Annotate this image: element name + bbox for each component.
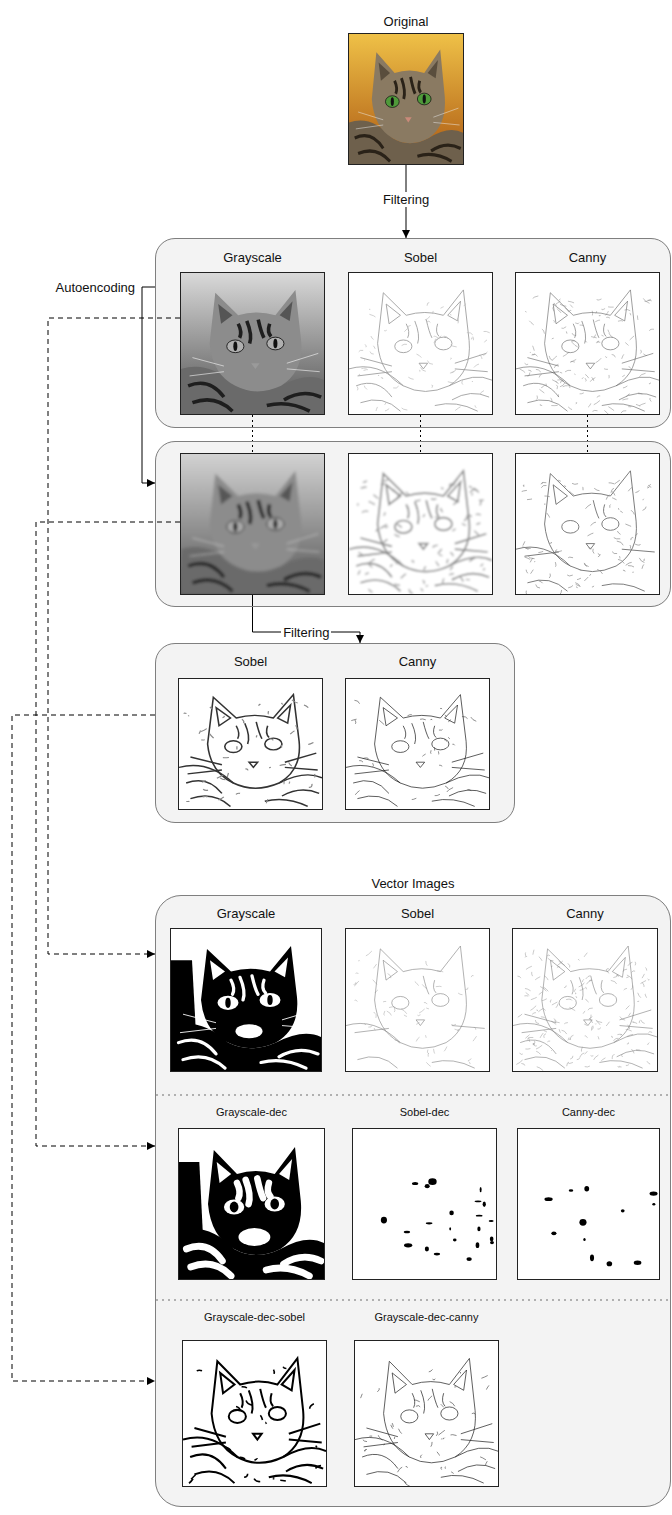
image-caption: Grayscale xyxy=(217,906,276,921)
image-caption: Grayscale-dec-sobel xyxy=(204,1310,305,1325)
cat-illustration xyxy=(513,929,657,1071)
connector xyxy=(142,287,155,483)
image-box: Grayscale-dec-canny xyxy=(354,1340,499,1487)
image-caption: Sobel xyxy=(234,654,267,669)
caption-holder: Grayscale xyxy=(121,249,384,265)
image-box: Original xyxy=(348,33,464,165)
image-caption: Original xyxy=(384,14,429,29)
image-box: Grayscale-dec xyxy=(178,1128,325,1280)
caption-holder: Sobel xyxy=(119,653,382,669)
connector xyxy=(252,415,253,453)
image-caption: Sobel xyxy=(401,906,434,921)
cat-illustration xyxy=(516,273,659,414)
cat-illustration xyxy=(346,929,489,1071)
cat-illustration xyxy=(353,1129,496,1279)
caption-holder: Grayscale-dec-sobel xyxy=(123,1308,386,1325)
image-box: Canny xyxy=(515,272,660,415)
panel-fill xyxy=(155,441,671,607)
panel-fill xyxy=(155,895,671,1507)
cat-illustration xyxy=(346,679,489,809)
image-caption: Sobel xyxy=(404,250,437,265)
caption-holder: Canny-dec xyxy=(458,1103,672,1120)
image-caption: Sobel-dec xyxy=(400,1105,450,1120)
edge-label: Autoencoding xyxy=(53,280,137,295)
caption-holder: Sobel-dec xyxy=(293,1103,556,1120)
cat-illustration xyxy=(181,273,324,414)
image-box: Sobel xyxy=(345,928,490,1072)
image-box xyxy=(180,453,325,595)
cat-illustration xyxy=(349,454,492,594)
image-box: Canny xyxy=(345,678,490,810)
image-box: Canny xyxy=(512,928,658,1072)
cat-illustration xyxy=(179,679,322,809)
image-caption: Grayscale-dec-canny xyxy=(375,1310,479,1325)
panel-fill xyxy=(155,238,671,428)
image-box xyxy=(515,453,660,595)
edge-label: Filtering xyxy=(281,625,331,640)
cat-illustration xyxy=(181,454,324,594)
image-box: Sobel xyxy=(178,678,323,810)
row-separator xyxy=(156,1299,672,1300)
image-caption: Canny xyxy=(569,250,607,265)
cat-illustration xyxy=(171,929,321,1071)
image-caption: Vector Images xyxy=(371,876,454,891)
image-caption: Canny xyxy=(566,906,604,921)
image-caption: Grayscale xyxy=(223,250,282,265)
caption-holder: Grayscale-dec-canny xyxy=(295,1308,558,1325)
panel-fill xyxy=(155,643,515,823)
group-panel: GrayscaleSobelCannyGrayscale-decSobel-de… xyxy=(155,895,671,1507)
connector xyxy=(406,165,407,238)
image-box: Sobel-dec xyxy=(352,1128,497,1280)
image-box: Grayscale xyxy=(170,928,322,1072)
caption-holder: Grayscale xyxy=(111,905,381,921)
connector xyxy=(587,415,588,453)
caption-holder: Sobel xyxy=(289,249,552,265)
image-caption: Grayscale-dec xyxy=(216,1105,287,1120)
caption-holder: Canny xyxy=(456,249,672,265)
connector xyxy=(36,522,180,1146)
image-box: Grayscale-dec-sobel xyxy=(182,1340,327,1487)
caption-holder: Grayscale-dec xyxy=(119,1103,384,1120)
cat-illustration xyxy=(349,34,463,164)
image-box xyxy=(348,453,493,595)
group-panel: SobelCanny xyxy=(155,643,515,823)
edge-label: Filtering xyxy=(381,192,431,207)
cat-illustration xyxy=(179,1129,324,1279)
cat-illustration xyxy=(349,273,492,414)
image-box: Canny-dec xyxy=(517,1128,660,1280)
cat-illustration xyxy=(183,1341,326,1486)
cat-illustration xyxy=(518,1129,659,1279)
connector xyxy=(253,595,361,643)
caption-holder: Original xyxy=(289,13,523,29)
caption-holder: Canny xyxy=(286,653,549,669)
group-panel: GrayscaleSobelCanny xyxy=(155,238,671,428)
image-caption: Canny xyxy=(399,654,437,669)
connector xyxy=(48,318,180,954)
group-panel xyxy=(155,441,671,607)
image-box: Grayscale xyxy=(180,272,325,415)
cat-illustration xyxy=(516,454,659,594)
cat-illustration xyxy=(355,1341,498,1486)
connector xyxy=(420,415,421,453)
row-separator xyxy=(156,1094,672,1095)
caption-holder: Sobel xyxy=(286,905,549,921)
image-box: Sobel xyxy=(348,272,493,415)
caption-holder: Canny xyxy=(453,905,672,921)
caption-holder: Vector Images xyxy=(96,875,672,891)
image-caption: Canny-dec xyxy=(562,1105,615,1120)
connector xyxy=(12,715,155,1381)
